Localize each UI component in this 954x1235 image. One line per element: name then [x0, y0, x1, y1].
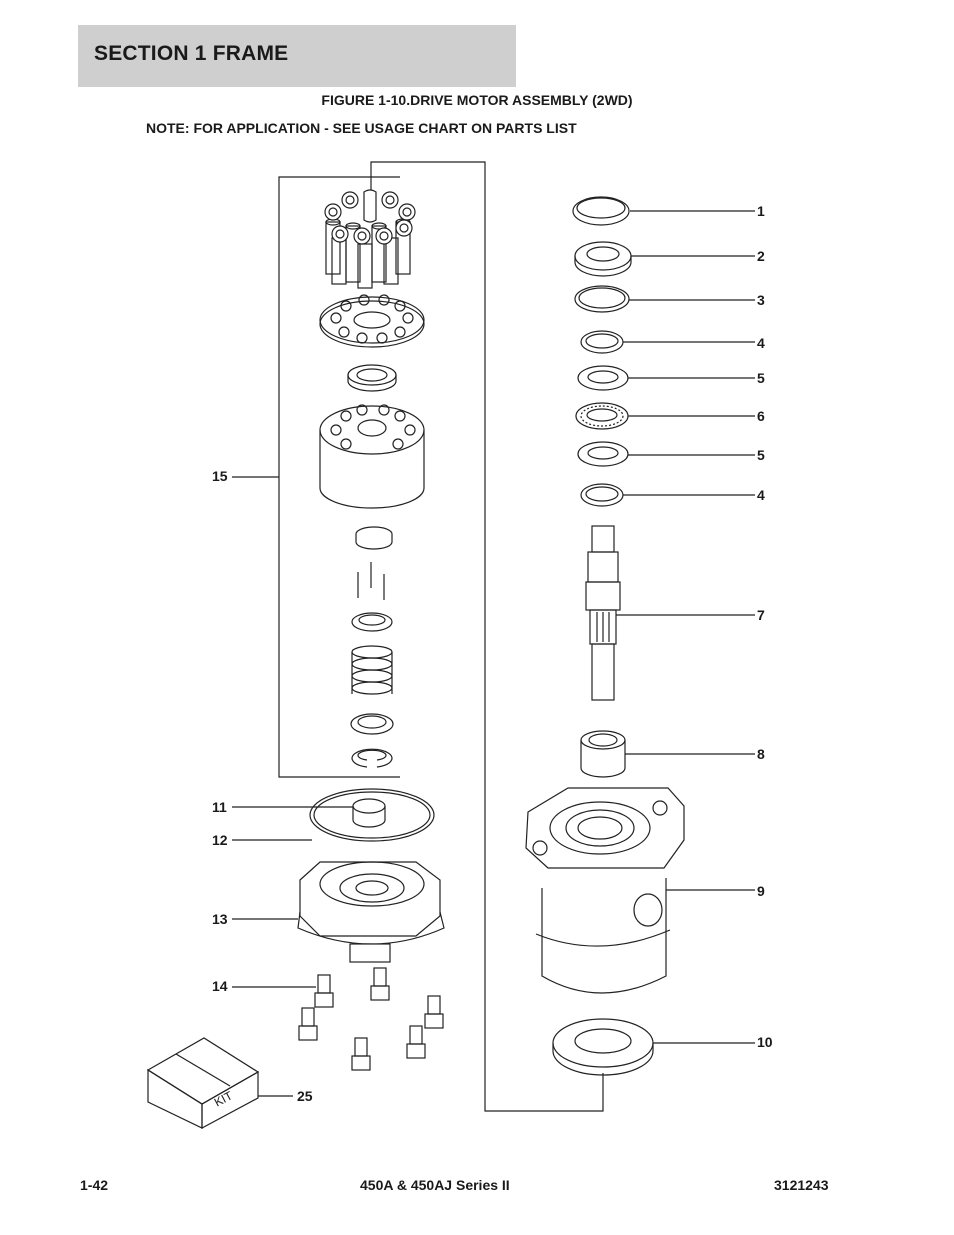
figure-note: NOTE: FOR APPLICATION - SEE USAGE CHART … [146, 120, 577, 136]
callout-2: 2 [757, 248, 765, 264]
snap-ring-1 [572, 196, 630, 226]
bearing-8 [580, 730, 626, 778]
callout-15: 15 [212, 468, 228, 484]
group-bracket-lines [370, 161, 604, 1112]
spring-retainer [355, 526, 393, 550]
callout-6: 6 [757, 408, 765, 424]
o-ring-3 [574, 285, 630, 313]
washer-lower [350, 713, 394, 735]
document-number: 3121243 [774, 1177, 829, 1193]
pins [357, 562, 385, 600]
callout-1: 1 [757, 203, 765, 219]
washer-10 [552, 1018, 654, 1076]
cylinder-block [319, 404, 425, 509]
callout-25: 25 [297, 1088, 313, 1104]
callout-12: 12 [212, 832, 228, 848]
snap-ring-4b [580, 483, 624, 507]
seal-2 [574, 241, 632, 277]
callout-3: 3 [757, 292, 765, 308]
section-title: SECTION 1 FRAME [94, 42, 289, 65]
port-plate-13 [297, 861, 445, 963]
washer-5b [577, 441, 629, 467]
callout-11: 11 [212, 799, 227, 815]
snap-ring-4a [580, 330, 624, 354]
figure-title: FIGURE 1-10.DRIVE MOTOR ASSEMBLY (2WD) [321, 92, 633, 108]
callout-4a: 4 [757, 335, 765, 351]
ball-guide [347, 364, 397, 392]
kit-box-25 [146, 1037, 260, 1130]
retainer-plate [319, 294, 425, 348]
o-ring-12 [309, 788, 435, 842]
callout-5b: 5 [757, 447, 765, 463]
housing-9 [525, 787, 685, 994]
leader-lines [232, 210, 755, 1097]
snap-ring-left [351, 748, 393, 768]
bolts-14 [298, 967, 444, 1071]
washer-5a [577, 365, 629, 391]
assembly-bracket-15 [232, 176, 400, 778]
spring [351, 645, 393, 695]
thrust-bearing-6 [575, 402, 629, 430]
page-number: 1-42 [80, 1177, 109, 1193]
shaft-7 [585, 525, 621, 701]
bearing-11 [352, 798, 386, 828]
washer-upper [351, 612, 393, 632]
callout-5a: 5 [757, 370, 765, 386]
callout-13: 13 [212, 911, 228, 927]
callout-7: 7 [757, 607, 765, 623]
section-header: SECTION 1 FRAME [78, 25, 516, 87]
callout-9: 9 [757, 883, 765, 899]
callout-8: 8 [757, 746, 765, 762]
piston-assembly [324, 189, 416, 289]
callout-4b: 4 [757, 487, 765, 503]
model-name: 450A & 450AJ Series II [360, 1177, 510, 1193]
callout-10: 10 [757, 1034, 773, 1050]
callout-14: 14 [212, 978, 228, 994]
